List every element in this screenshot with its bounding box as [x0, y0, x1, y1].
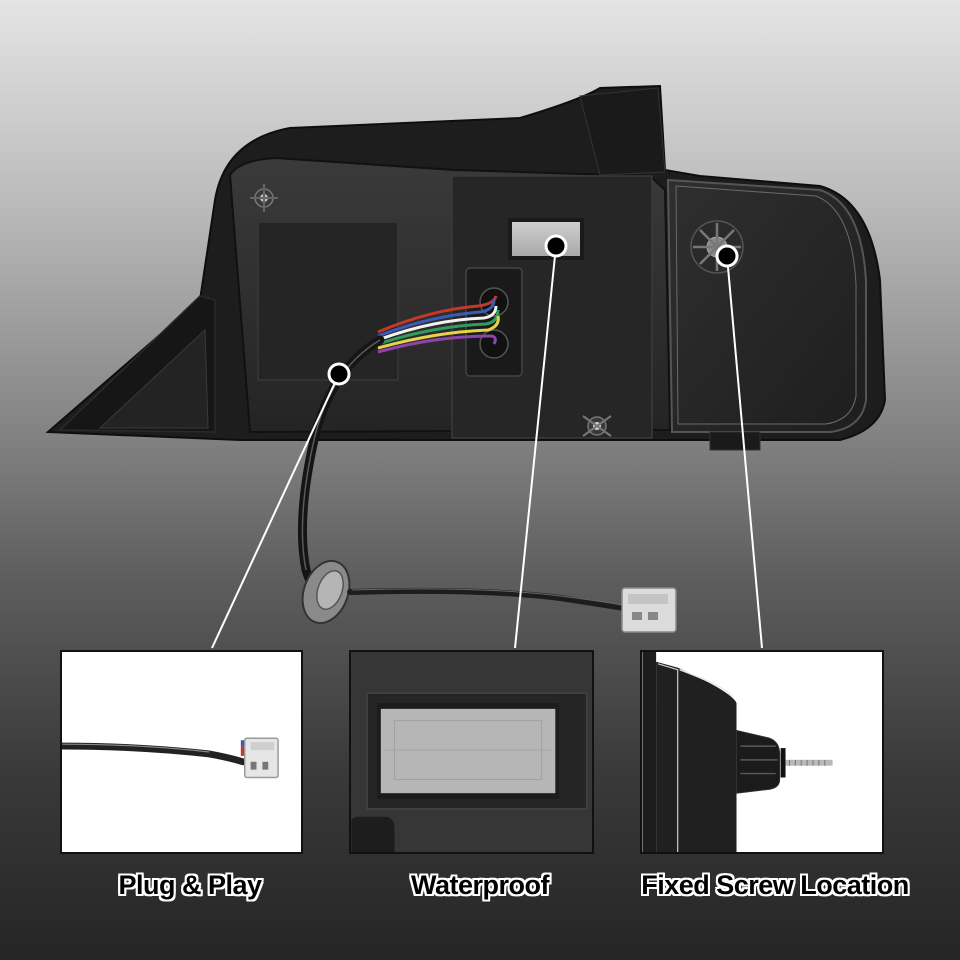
detail-panel-fixed-screw-location [640, 650, 884, 854]
connector-plug-detail-icon [62, 737, 279, 779]
mounting-stud-bottom-icon [582, 415, 612, 437]
callout-fixed-screw-location [715, 244, 763, 649]
callout-waterproof [514, 234, 568, 649]
mounting-stud-right-icon [690, 220, 744, 274]
feature-caption-plug-and-play: Plug & Play [118, 870, 262, 900]
detail-panel-waterproof [349, 650, 594, 854]
detail-panel-plug-and-play [60, 650, 303, 854]
connector-plug-icon [621, 587, 677, 633]
mounting-stud-detail-icon [642, 652, 833, 852]
callout-plug-and-play [211, 362, 351, 649]
housing-body [45, 84, 887, 451]
vent-membrane-detail-icon [351, 652, 592, 852]
feature-caption-waterproof: Waterproof [411, 870, 550, 900]
mounting-stud-top-left-icon [250, 184, 278, 212]
feature-caption-fixed-screw-location: Fixed Screw Location [641, 870, 909, 900]
